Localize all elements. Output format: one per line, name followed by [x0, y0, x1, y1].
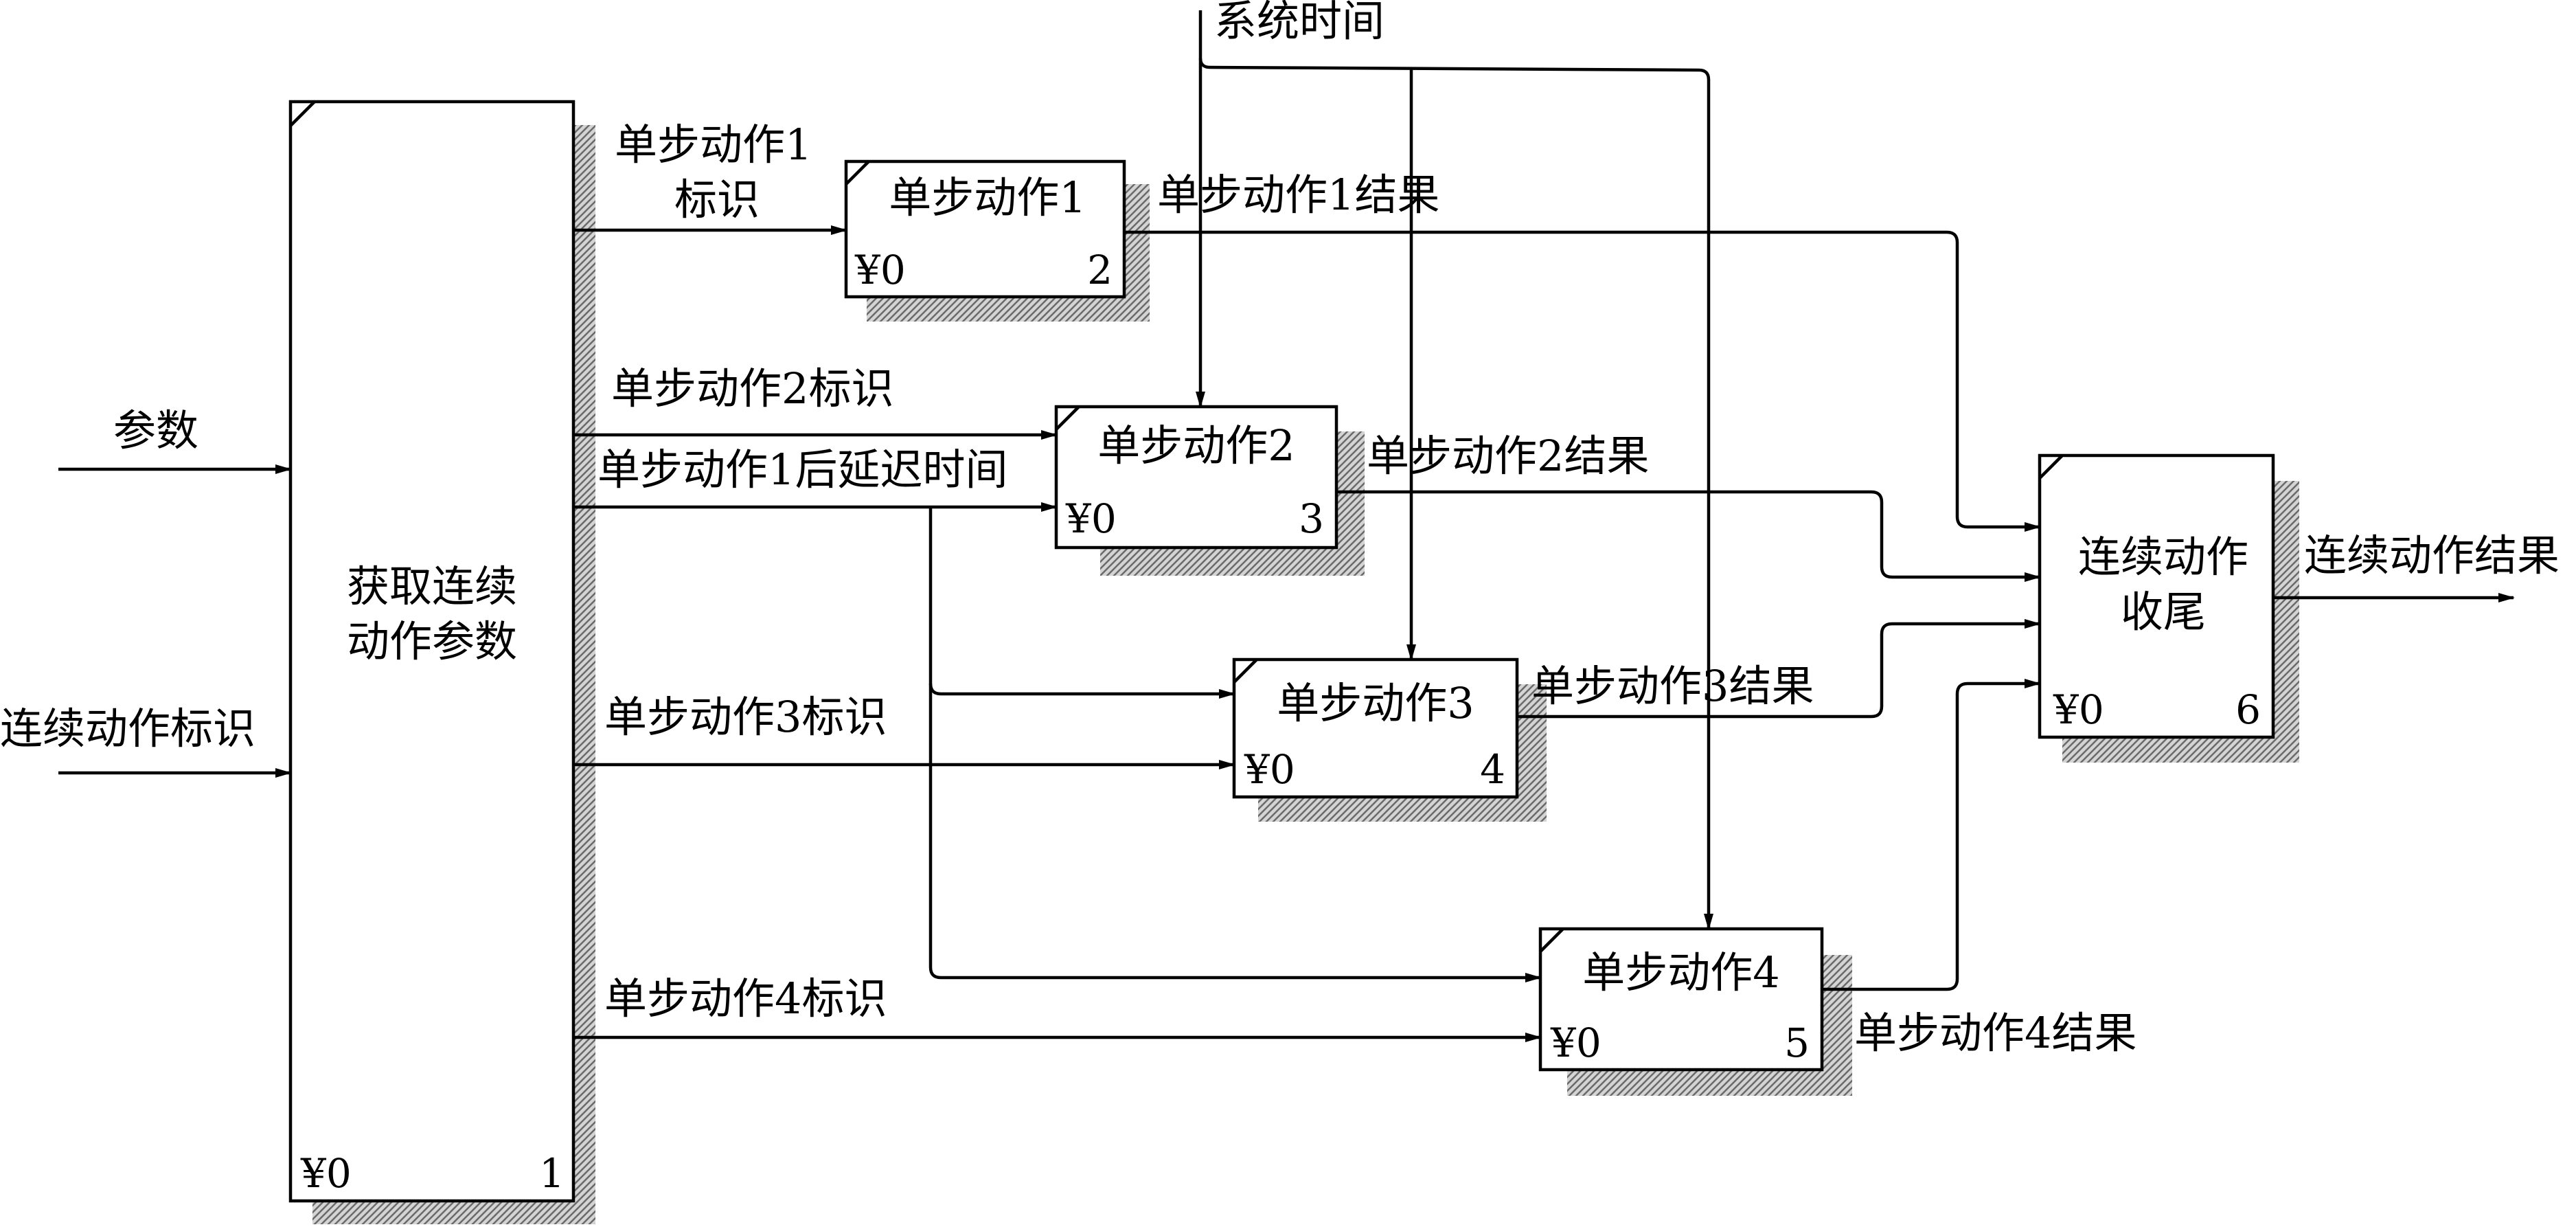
- activity-box-4: 单步动作3 ¥0 4: [1232, 657, 1547, 822]
- box-cost: ¥0: [854, 247, 906, 293]
- box-frame: [288, 100, 575, 1203]
- label-step4-result: 单步动作4结果: [1854, 1008, 2136, 1058]
- label-params: 参数: [113, 405, 198, 455]
- label-step2-id: 单步动作2标识: [611, 363, 893, 414]
- label-step1-id-line-1: 单步动作1: [615, 120, 812, 170]
- label-step1-delay: 单步动作1后延迟时间: [597, 444, 1007, 495]
- box-cost: ¥0: [300, 1150, 352, 1197]
- label-step1-id-line-2: 标识: [674, 175, 760, 225]
- activity-box-6: 连续动作 收尾 ¥0 6: [2038, 453, 2299, 763]
- box-number: 3: [1299, 495, 1324, 542]
- arrow-step4-result: [1822, 679, 2041, 991]
- arrow-step1-result: [1124, 230, 2041, 532]
- box-title-line-1: 单步动作4: [1582, 947, 1779, 998]
- box-number: 5: [1784, 1020, 1810, 1066]
- box-title-line-2: 动作参数: [347, 616, 517, 666]
- box-number: 2: [1087, 247, 1113, 293]
- label-continuous-result: 连续动作结果: [2304, 530, 2560, 581]
- label-system-time: 系统时间: [1214, 0, 1384, 46]
- box-corner-mark: [2038, 454, 2064, 480]
- box-title-line-1: 获取连续: [347, 561, 517, 611]
- box-frame: [1538, 927, 1824, 1072]
- box-corner-mark: [1055, 405, 1080, 431]
- box-title-line-2: 收尾: [2121, 587, 2206, 637]
- activity-box-1: 获取连续 动作参数 ¥0 1: [288, 100, 595, 1224]
- box-corner-mark: [1539, 927, 1564, 953]
- box-cost: ¥0: [1065, 495, 1117, 542]
- activity-box-5: 单步动作4 ¥0 5: [1538, 927, 1852, 1096]
- arrow-delay-to-step4: [928, 684, 1542, 982]
- box-frame: [1232, 657, 1519, 799]
- box-number: 1: [539, 1150, 565, 1197]
- arrow-system-time-branch: [1198, 58, 1713, 930]
- box-title-line-1: 连续动作: [2078, 532, 2248, 582]
- activity-box-2: 单步动作1 ¥0 2: [844, 159, 1150, 322]
- box-cost: ¥0: [2053, 686, 2104, 733]
- label-step2-result: 单步动作2结果: [1367, 431, 1649, 481]
- label-step3-result: 单步动作3结果: [1531, 661, 1814, 711]
- box-frame: [844, 159, 1126, 299]
- label-step4-id: 单步动作4标识: [604, 973, 887, 1024]
- activity-box-3: 单步动作2 ¥0 3: [1054, 405, 1365, 576]
- box-title-line-1: 单步动作2: [1097, 420, 1295, 471]
- box-corner-mark: [1233, 658, 1258, 684]
- box-corner-mark: [289, 100, 316, 127]
- box-corner-mark: [845, 160, 870, 185]
- label-continuous-action-id: 连续动作标识: [0, 703, 255, 754]
- box-title-line-1: 单步动作3: [1277, 678, 1474, 728]
- arrow-step3-result: [1517, 619, 2041, 719]
- label-step1-result: 单步动作1结果: [1157, 170, 1439, 220]
- box-frame: [2038, 453, 2275, 739]
- box-title-line-1: 单步动作1: [889, 172, 1086, 223]
- box-number: 6: [2235, 686, 2261, 733]
- box-frame: [1054, 405, 1338, 550]
- box-cost: ¥0: [1244, 746, 1295, 793]
- box-number: 4: [1480, 746, 1505, 793]
- box-cost: ¥0: [1550, 1020, 1602, 1066]
- arrow-step2-result: [1336, 490, 2041, 582]
- label-step3-id: 单步动作3标识: [604, 692, 887, 742]
